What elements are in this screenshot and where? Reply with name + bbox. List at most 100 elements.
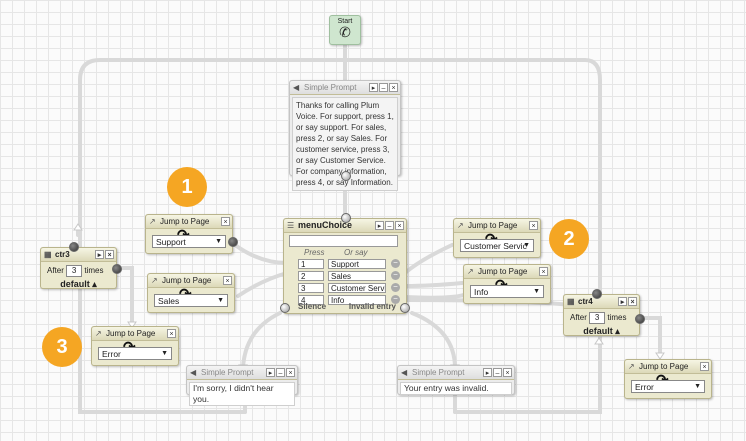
page-select[interactable]: Customer Servic▼	[460, 239, 534, 252]
jump-to-page-error-left[interactable]: ↗Jump to Page× ↷ Error▼	[91, 326, 179, 366]
start-label: Start	[337, 18, 353, 25]
node-title: Simple Prompt	[201, 368, 254, 377]
node-title: Simple Prompt	[412, 368, 465, 377]
jump-to-page-info[interactable]: ↗Jump to Page× ↷ Info▼	[463, 264, 551, 304]
close-button[interactable]: ×	[167, 329, 176, 338]
counter-icon: ▦	[567, 297, 575, 306]
page-select[interactable]: Info▼	[470, 285, 544, 298]
play-button[interactable]: ▸	[369, 83, 378, 92]
close-button[interactable]: ×	[105, 250, 114, 259]
option-utterance[interactable]: Customer Servi	[328, 283, 386, 293]
node-title: Simple Prompt	[304, 83, 357, 92]
option-key[interactable]: 3	[298, 283, 324, 293]
callout-3: 3	[42, 327, 82, 367]
minimize-button[interactable]: –	[276, 368, 285, 377]
col-press-header: Press	[304, 248, 325, 257]
node-title: Jump to Page	[106, 329, 156, 338]
input-port[interactable]	[592, 289, 602, 299]
remove-option-icon[interactable]: −	[391, 283, 400, 292]
option-utterance[interactable]: Info	[328, 295, 386, 305]
close-button[interactable]: ×	[539, 267, 548, 276]
invalid-port[interactable]	[400, 303, 410, 313]
play-button[interactable]: ▸	[266, 368, 275, 377]
output-port[interactable]	[341, 171, 351, 181]
play-button[interactable]: ▸	[95, 250, 104, 259]
node-title: ctr4	[578, 297, 593, 306]
col-say-header: Or say	[344, 248, 368, 257]
close-button[interactable]: ×	[503, 368, 512, 377]
page-select[interactable]: Error▼	[631, 380, 705, 393]
play-button[interactable]: ▸	[483, 368, 492, 377]
speaker-icon: ◀	[401, 368, 408, 377]
jump-to-page-sales[interactable]: ↗Jump to Page× ↷ Sales▼	[147, 273, 235, 313]
counter-after-row: After 3 times	[47, 265, 104, 277]
close-button[interactable]: ×	[221, 217, 230, 226]
remove-option-icon[interactable]: −	[391, 295, 400, 304]
speaker-icon: ◀	[293, 83, 300, 92]
node-title: Jump to Page	[162, 276, 212, 285]
close-button[interactable]: ×	[389, 83, 398, 92]
node-title: Jump to Page	[478, 267, 528, 276]
jump-to-page-customer-service[interactable]: ↗Jump to Page× ↷ Customer Servic▼	[453, 218, 541, 258]
minimize-button[interactable]: –	[493, 368, 502, 377]
close-button[interactable]: ×	[700, 362, 709, 371]
simple-prompt-invalid[interactable]: ◀ Simple Prompt ▸–× Your entry was invalid…	[397, 365, 515, 395]
input-port[interactable]	[228, 237, 238, 247]
remove-option-icon[interactable]: −	[391, 259, 400, 268]
counter-count-input[interactable]: 3	[589, 312, 606, 324]
speaker-icon: ◀	[190, 368, 197, 377]
page-select[interactable]: Error▼	[98, 347, 172, 360]
minimize-button[interactable]: –	[385, 221, 394, 230]
close-button[interactable]: ×	[223, 276, 232, 285]
play-button[interactable]: ▸	[618, 297, 627, 306]
phone-icon: ✆	[339, 24, 351, 40]
option-key[interactable]: 1	[298, 259, 324, 269]
menu-icon: ☰	[287, 221, 295, 230]
play-button[interactable]: ▸	[375, 221, 384, 230]
prompt-text[interactable]: Your entry was invalid.	[400, 382, 512, 395]
counter-default-label: default ▴	[60, 279, 97, 289]
callout-1: 1	[167, 167, 207, 207]
input-port[interactable]	[69, 242, 79, 252]
node-title: Jump to Page	[468, 221, 518, 230]
node-title: ctr3	[55, 250, 70, 259]
silence-port[interactable]	[280, 303, 290, 313]
node-title: Jump to Page	[639, 362, 689, 371]
counter-after-row: After 3 times	[570, 312, 627, 324]
counter-count-input[interactable]: 3	[66, 265, 83, 277]
simple-prompt-silence[interactable]: ◀ Simple Prompt ▸–× I'm sorry, I didn't he…	[186, 365, 298, 406]
minimize-button[interactable]: –	[379, 83, 388, 92]
jump-icon: ↗	[457, 221, 464, 230]
prompt-text[interactable]: I'm sorry, I didn't hear you.	[189, 382, 295, 406]
jump-icon: ↗	[628, 362, 635, 371]
jump-to-page-error-right[interactable]: ↗Jump to Page× ↷ Error▼	[624, 359, 712, 399]
start-node[interactable]: Start ✆	[329, 15, 361, 45]
jump-to-page-support[interactable]: ↗Jump to Page× ↷ Support▼	[145, 214, 238, 254]
remove-option-icon[interactable]: −	[391, 271, 400, 280]
close-button[interactable]: ×	[529, 221, 538, 230]
option-utterance[interactable]: Support	[328, 259, 386, 269]
menu-prompt-field[interactable]	[289, 235, 398, 247]
simple-prompt-welcome[interactable]: ◀ Simple Prompt ▸–× Thanks for calling Pl…	[289, 80, 401, 191]
page-select[interactable]: Support▼	[152, 235, 226, 248]
silence-label: Silence	[298, 302, 327, 311]
option-key[interactable]: 2	[298, 271, 324, 281]
input-port[interactable]	[341, 213, 351, 223]
output-port[interactable]	[635, 314, 645, 324]
counter-ctr4[interactable]: ▦ctr4▸× After 3 times default ▴	[563, 289, 645, 336]
counter-icon: ▦	[44, 250, 52, 259]
option-utterance[interactable]: Sales	[328, 271, 386, 281]
close-button[interactable]: ×	[286, 368, 295, 377]
page-select[interactable]: Sales▼	[154, 294, 228, 307]
counter-ctr3[interactable]: ▦ctr3 ▸× After 3 times default ▴	[40, 242, 122, 289]
output-port[interactable]	[112, 264, 122, 274]
option-key[interactable]: 4	[298, 295, 324, 305]
prompt-text[interactable]: Thanks for calling Plum Voice. For suppo…	[292, 97, 398, 191]
close-button[interactable]: ×	[628, 297, 637, 306]
close-button[interactable]: ×	[395, 221, 404, 230]
jump-icon: ↗	[467, 267, 474, 276]
callout-2: 2	[549, 219, 589, 259]
jump-icon: ↗	[151, 276, 158, 285]
